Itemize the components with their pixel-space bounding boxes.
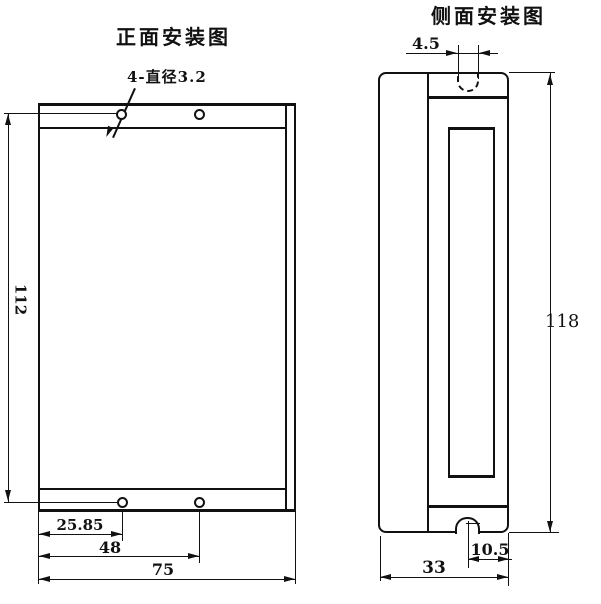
dim-ext-hole-right xyxy=(199,509,200,563)
dim-33-value: 33 xyxy=(422,558,446,578)
front-bottom-flange-line xyxy=(40,488,285,490)
bottom-slot-hidden-line xyxy=(466,523,480,524)
dim-45-arrow-left xyxy=(446,50,457,56)
dim-75-line xyxy=(39,579,295,580)
dim-118-ext-bottom xyxy=(509,532,559,533)
dim-112-ext-top xyxy=(4,113,118,114)
mounting-hole-top-right xyxy=(194,109,205,120)
dim-48-arrow-right xyxy=(188,553,199,559)
side-view-title: 侧面安装图 xyxy=(431,6,546,28)
dim-112-arrow-top xyxy=(5,114,11,125)
dim-33-arrow-right xyxy=(497,574,508,580)
dim-ext-hole-left xyxy=(122,509,123,541)
dim-75-value: 75 xyxy=(151,560,175,579)
dim-112-ext-bottom xyxy=(4,502,118,503)
mounting-hole-bottom-right xyxy=(194,497,205,508)
mounting-hole-bottom-left xyxy=(117,497,128,508)
side-recess-top-line xyxy=(428,96,508,99)
dim-118-ext-top xyxy=(509,72,555,73)
top-slot-wall-right xyxy=(478,45,479,79)
dim-118-line xyxy=(550,73,551,532)
dim-33-arrow-left xyxy=(380,574,391,580)
dim-112-arrow-bottom xyxy=(5,490,11,501)
front-view-title: 正面安装图 xyxy=(116,27,231,49)
side-recess-bottom-line xyxy=(428,505,508,508)
dim-75-arrow-left xyxy=(39,576,50,582)
front-inner-right-line xyxy=(285,105,287,510)
dim-118-arrow-top xyxy=(547,74,553,85)
top-slot-wall-left xyxy=(458,45,459,79)
dim-2585-value: 25.85 xyxy=(56,516,104,534)
dim-105-value: 10.5 xyxy=(468,542,512,560)
side-view-outline xyxy=(378,72,509,533)
dim-75-arrow-right xyxy=(284,576,295,582)
dim-48-arrow-left xyxy=(39,553,50,559)
dim-33-line xyxy=(380,577,508,578)
side-window-outline xyxy=(448,127,495,478)
dim-48-value: 48 xyxy=(98,538,122,557)
bottom-slot-arc xyxy=(455,517,480,534)
front-view-outline xyxy=(38,103,296,512)
dim-45-value: 4.5 xyxy=(412,34,440,53)
dim-2585-arrow-left xyxy=(39,531,50,537)
dim-45-arrow-right xyxy=(479,50,490,56)
mounting-hole-top-left xyxy=(116,109,127,120)
dim-112-line xyxy=(8,113,9,502)
top-slot-bottom-arc xyxy=(457,72,479,92)
dim-2585-line xyxy=(39,534,122,535)
dim-48-line xyxy=(39,556,199,557)
dim-33-ext-left xyxy=(380,536,381,581)
dim-ext-left-edge xyxy=(38,512,39,584)
front-hole-count-label: 4-直径3.2 xyxy=(127,68,207,86)
dim-118-arrow-bottom xyxy=(547,521,553,532)
dim-2585-arrow-right xyxy=(111,531,122,537)
dim-112-value: 112 xyxy=(11,283,30,316)
dim-105-ext-left xyxy=(468,521,469,568)
dim-118-value: 118 xyxy=(545,311,580,332)
dim-ext-right-edge xyxy=(295,512,296,584)
front-top-flange-line xyxy=(40,127,285,129)
side-flange-line xyxy=(427,74,429,531)
